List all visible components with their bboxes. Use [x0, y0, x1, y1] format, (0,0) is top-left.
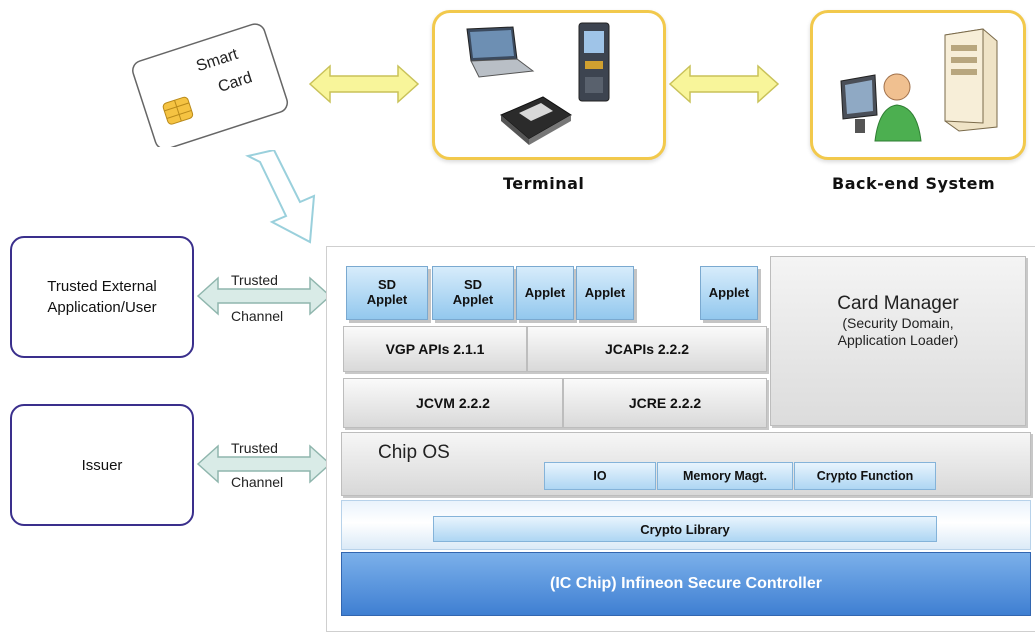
sd-applet-1: SD Applet	[346, 266, 428, 320]
terminal-backend-arrow	[668, 64, 780, 104]
vgp-apis-layer: VGP APIs 2.1.1	[343, 326, 527, 372]
workstation-user-icon	[840, 73, 922, 142]
trusted-channel-1-top: Trusted	[231, 272, 278, 288]
memory-magt-block: Memory Magt.	[657, 462, 793, 490]
backend-box	[810, 10, 1026, 160]
terminal-label: Terminal	[503, 174, 585, 193]
card-to-stack-arrow	[245, 150, 316, 244]
jcre-layer: JCRE 2.2.2	[563, 378, 767, 428]
applet-1: Applet	[516, 266, 574, 320]
card-reader-icon	[500, 96, 572, 145]
io-block: IO	[544, 462, 656, 490]
issuer-box: Issuer	[10, 404, 194, 526]
trusted-channel-2-bottom: Channel	[231, 474, 284, 490]
jcapis-layer: JCAPIs 2.2.2	[527, 326, 767, 372]
ic-chip-layer: (IC Chip) Infineon Secure Controller	[341, 552, 1031, 616]
trusted-external-box: Trusted External Application/User	[10, 236, 194, 358]
kiosk-icon	[578, 22, 610, 102]
card-manager-layer: Card Manager (Security Domain, Applicati…	[770, 256, 1026, 426]
jcvm-layer: JCVM 2.2.2	[343, 378, 563, 428]
card-manager-title: Card Manager	[837, 292, 959, 314]
ic-chip-label: (IC Chip) Infineon Secure Controller	[549, 575, 822, 592]
crypto-library-block: Crypto Library	[433, 516, 937, 542]
card-terminal-arrow	[308, 64, 420, 104]
server-icon	[944, 28, 998, 132]
issuer-label: Issuer	[81, 456, 123, 474]
chip-os-label: Chip OS	[378, 442, 450, 463]
trusted-channel-2-top: Trusted	[231, 440, 278, 456]
terminal-box	[432, 10, 666, 160]
crypto-function-block: Crypto Function	[794, 462, 936, 490]
laptop-icon	[466, 26, 535, 78]
applet-2: Applet	[576, 266, 634, 320]
sd-applet-2: SD Applet	[432, 266, 514, 320]
backend-label: Back-end System	[832, 174, 996, 193]
card-manager-subtitle: (Security Domain, Application Loader)	[837, 314, 959, 349]
smart-card: Smart Card	[118, 22, 293, 150]
applet-3: Applet	[700, 266, 758, 320]
trusted-channel-1-bottom: Channel	[231, 308, 284, 324]
trusted-external-label: Trusted External Application/User	[47, 278, 157, 316]
